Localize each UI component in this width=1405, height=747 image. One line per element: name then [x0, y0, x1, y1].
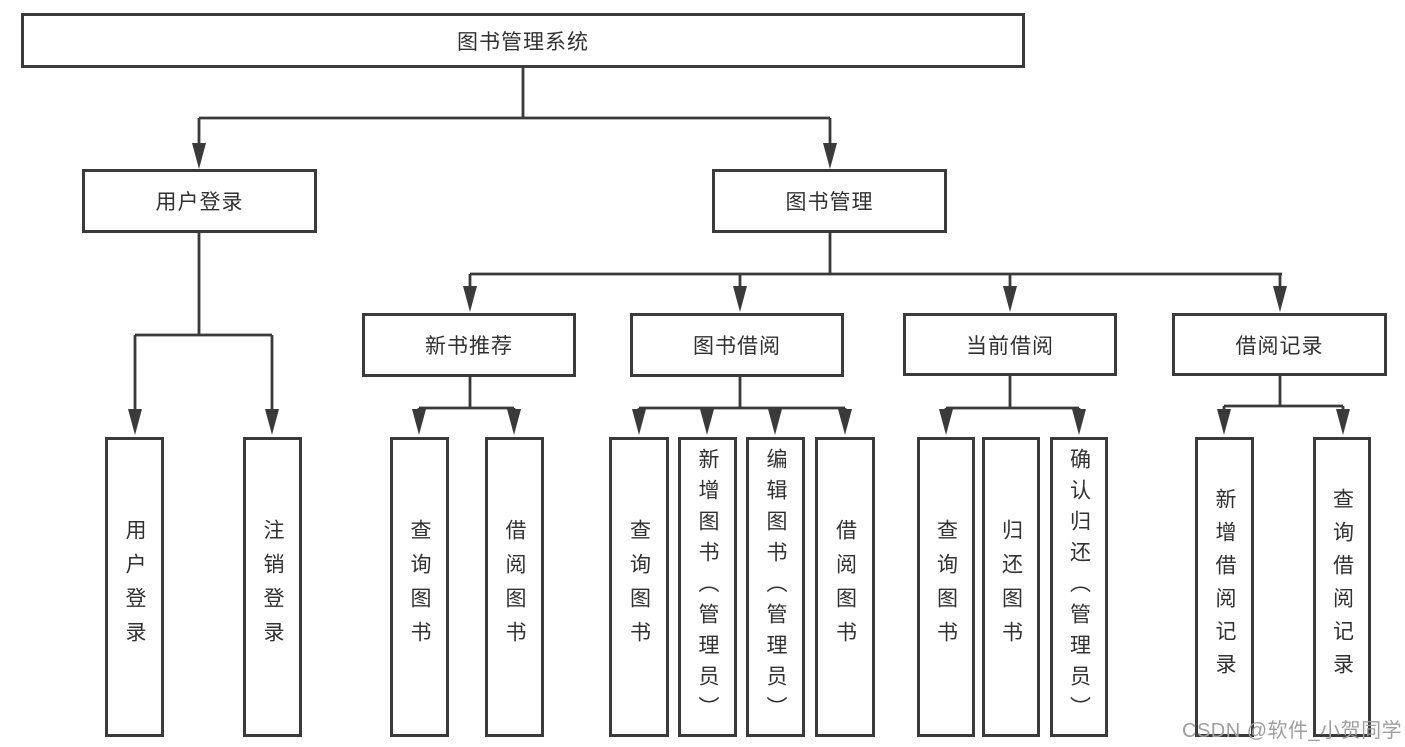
leaf-current-confirm-return: 确认归还（管理员） [1050, 437, 1108, 737]
leaf-records-query-record: 查询借阅记录 [1313, 437, 1371, 737]
node-book-management: 图书管理 [712, 169, 947, 233]
node-user-login: 用户登录 [82, 169, 317, 233]
leaf-current-confirm-return-label: 确认归还（管理员） [1067, 447, 1091, 727]
leaf-records-add-record: 新增借阅记录 [1195, 437, 1254, 737]
leaf-logout: 注销登录 [243, 437, 302, 737]
leaf-borrow-borrow-books: 借阅图书 [815, 437, 875, 737]
borrowing-records-branch-line [1222, 376, 1345, 414]
current-borrowing-branch-line [944, 376, 1081, 414]
leaf-current-return-books: 归还图书 [982, 437, 1040, 737]
leaf-user-login: 用户登录 [105, 437, 164, 737]
leaf-borrow-add-books: 新增图书（管理员） [678, 437, 737, 737]
leaf-recommend-borrow-books: 借阅图书 [485, 437, 544, 737]
csdn-watermark: CSDN @软件_小贺同学 [1182, 720, 1403, 742]
book-management-branch-line [468, 233, 1282, 292]
leaf-borrow-query-books-label: 查询图书 [627, 519, 651, 655]
leaf-borrow-add-books-label: 新增图书（管理员） [696, 447, 719, 727]
leaf-recommend-query-books: 查询图书 [390, 437, 449, 737]
new-book-recommend-branch-line [417, 377, 516, 414]
node-current-borrowing: 当前借阅 [903, 313, 1117, 376]
node-new-book-recommend: 新书推荐 [362, 313, 576, 377]
leaf-logout-label: 注销登录 [261, 519, 284, 655]
leaf-current-return-books-label: 归还图书 [999, 519, 1023, 655]
node-new-book-recommend-label: 新书推荐 [425, 335, 513, 358]
leaf-borrow-edit-books-label: 编辑图书（管理员） [764, 447, 787, 727]
leaf-borrow-query-books: 查询图书 [609, 437, 669, 737]
leaf-user-login-label: 用户登录 [123, 519, 146, 655]
leaf-records-add-record-label: 新增借阅记录 [1213, 488, 1236, 686]
node-book-borrowing: 图书借阅 [630, 313, 844, 377]
node-user-login-label: 用户登录 [155, 191, 244, 214]
node-book-borrowing-label: 图书借阅 [693, 335, 781, 358]
down-arrowhead-icons [128, 143, 1350, 435]
leaf-recommend-borrow-books-label: 借阅图书 [503, 519, 526, 655]
root-branch-line [197, 68, 832, 150]
node-borrowing-records-label: 借阅记录 [1235, 334, 1324, 358]
leaf-records-query-record-label: 查询借阅记录 [1330, 488, 1354, 686]
user-login-branch-line [133, 233, 274, 413]
node-root: 图书管理系统 [21, 13, 1025, 68]
node-current-borrowing-label: 当前借阅 [966, 334, 1054, 358]
leaf-recommend-query-books-label: 查询图书 [408, 519, 431, 655]
node-book-management-label: 图书管理 [785, 191, 874, 214]
leaf-borrow-edit-books: 编辑图书（管理员） [746, 437, 805, 737]
book-borrowing-branch-line [637, 377, 847, 414]
leaf-current-query-books-label: 查询图书 [934, 519, 958, 655]
leaf-borrow-borrow-books-label: 借阅图书 [833, 519, 857, 655]
node-borrowing-records: 借阅记录 [1172, 313, 1387, 376]
connector-lines [133, 68, 1345, 414]
node-root-label: 图书管理系统 [457, 30, 589, 54]
leaf-current-query-books: 查询图书 [917, 437, 975, 737]
